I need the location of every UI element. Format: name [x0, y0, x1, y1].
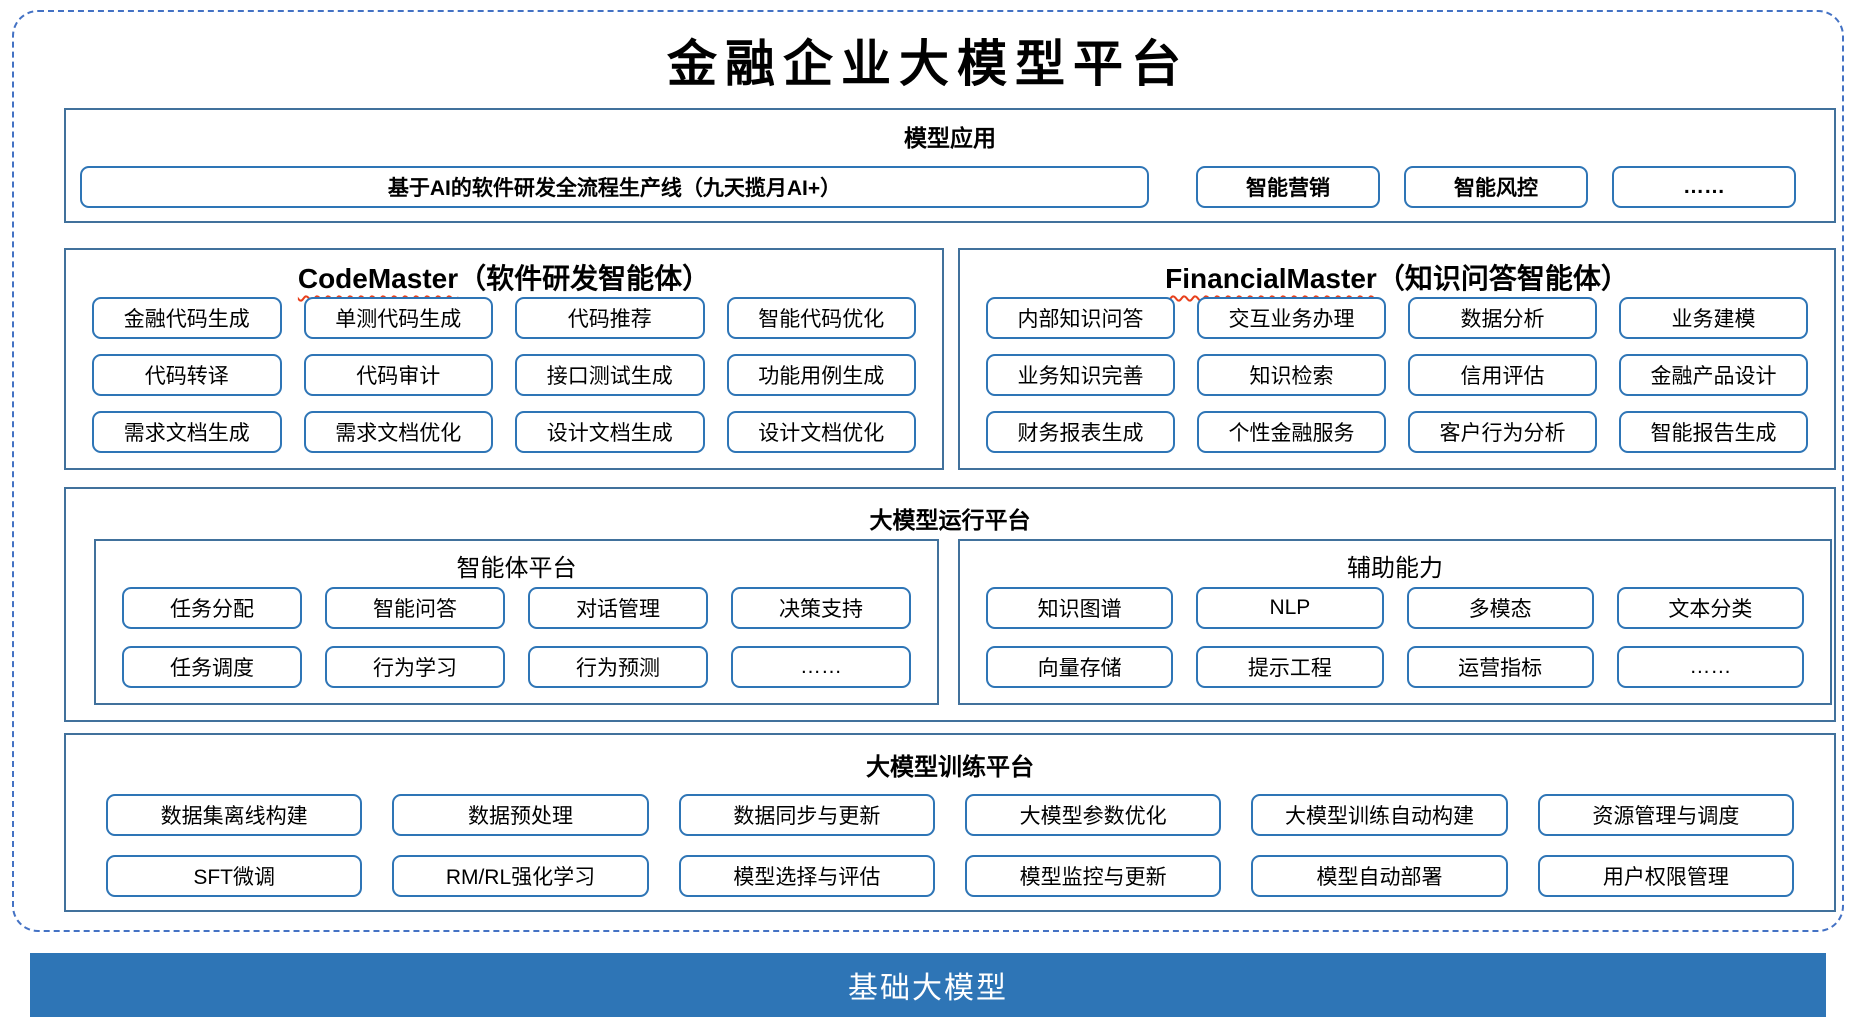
runtime-platform-title: 大模型运行平台 — [869, 507, 1031, 533]
training-platform-title: 大模型训练平台 — [866, 754, 1034, 781]
node-code-master-item: 功能用例生成 — [726, 354, 916, 396]
section-training-platform: 大模型训练平台 数据集离线构建 数据预处理 数据同步与更新 大模型参数优化 大模… — [64, 733, 1836, 912]
node-financial-master-item: 内部知识问答 — [986, 297, 1175, 339]
node-more-applications: …… — [1612, 166, 1796, 208]
agent-platform-grid: 任务分配 智能问答 对话管理 决策支持 任务调度 行为学习 行为预测 …… — [122, 587, 911, 688]
node-code-master-item: 代码转译 — [92, 354, 282, 396]
node-code-master-item: 代码审计 — [303, 354, 493, 396]
node-training-platform-item: 模型监控与更新 — [965, 855, 1222, 897]
node-financial-master-item: 业务知识完善 — [986, 354, 1175, 396]
subsection-agent-platform: 智能体平台 任务分配 智能问答 对话管理 决策支持 任务调度 行为学习 行为预测… — [94, 539, 939, 705]
section-runtime-platform: 大模型运行平台 智能体平台 任务分配 智能问答 对话管理 决策支持 任务调度 行… — [64, 487, 1836, 722]
node-aux-capability-item: 向量存储 — [986, 646, 1174, 688]
node-smart-marketing: 智能营销 — [1196, 166, 1380, 208]
node-training-platform-item: 模型选择与评估 — [678, 855, 935, 897]
node-agent-platform-item: 任务分配 — [122, 587, 302, 629]
node-financial-master-item: 金融产品设计 — [1619, 354, 1808, 396]
node-agent-platform-item: 行为预测 — [528, 646, 708, 688]
node-code-master-item: 金融代码生成 — [92, 297, 282, 339]
financial-master-title: FinancialMaster（知识问答智能体） — [960, 257, 1834, 297]
section-code-master: CodeMaster（软件研发智能体） 金融代码生成 单测代码生成 代码推荐 智… — [64, 248, 944, 470]
code-master-title-suffix: （软件研发智能体） — [458, 263, 711, 294]
foundation-model-bar: 基础大模型 — [30, 953, 1826, 1017]
node-aux-capability-item: …… — [1616, 646, 1804, 688]
code-master-grid: 金融代码生成 单测代码生成 代码推荐 智能代码优化 代码转译 代码审计 接口测试… — [92, 297, 916, 453]
node-code-master-item: 智能代码优化 — [726, 297, 916, 339]
node-financial-master-item: 交互业务办理 — [1197, 297, 1386, 339]
node-aux-capability-item: 提示工程 — [1196, 646, 1384, 688]
financial-master-title-suffix: （知识问答智能体） — [1376, 263, 1629, 294]
node-code-master-item: 需求文档优化 — [303, 411, 493, 453]
outer-dashed-frame — [12, 10, 1844, 932]
diagram-title: 金融企业大模型平台 — [667, 36, 1189, 92]
financial-master-title-en: FinancialMaster — [1165, 263, 1377, 294]
node-ai-pipeline: 基于AI的软件研发全流程生产线（九天揽月AI+） — [80, 166, 1149, 208]
section-model-applications: 模型应用 基于AI的软件研发全流程生产线（九天揽月AI+） 智能营销 智能风控 … — [64, 108, 1836, 223]
node-aux-capability-item: NLP — [1196, 587, 1384, 629]
agent-platform-title: 智能体平台 — [456, 555, 577, 582]
subsection-aux-capabilities: 辅助能力 知识图谱 NLP 多模态 文本分类 向量存储 提示工程 运营指标 …… — [958, 539, 1832, 705]
node-agent-platform-item: 智能问答 — [325, 587, 505, 629]
node-financial-master-item: 财务报表生成 — [986, 411, 1175, 453]
node-financial-master-item: 信用评估 — [1408, 354, 1597, 396]
node-aux-capability-item: 多模态 — [1406, 587, 1594, 629]
node-financial-master-item: 智能报告生成 — [1619, 411, 1808, 453]
model-applications-row: 基于AI的软件研发全流程生产线（九天揽月AI+） 智能营销 智能风控 …… — [80, 166, 1824, 208]
node-agent-platform-item: 对话管理 — [528, 587, 708, 629]
node-training-platform-item: 资源管理与调度 — [1537, 794, 1794, 836]
node-aux-capability-item: 运营指标 — [1406, 646, 1594, 688]
node-training-platform-item: 模型自动部署 — [1251, 855, 1508, 897]
node-aux-capability-item: 文本分类 — [1616, 587, 1804, 629]
training-platform-grid: 数据集离线构建 数据预处理 数据同步与更新 大模型参数优化 大模型训练自动构建 … — [106, 794, 1794, 897]
node-smart-risk-control: 智能风控 — [1404, 166, 1588, 208]
node-code-master-item: 单测代码生成 — [303, 297, 493, 339]
node-agent-platform-item: …… — [731, 646, 911, 688]
node-agent-platform-item: 行为学习 — [325, 646, 505, 688]
node-financial-master-item: 业务建模 — [1619, 297, 1808, 339]
code-master-title: CodeMaster（软件研发智能体） — [66, 257, 942, 297]
node-agent-platform-item: 任务调度 — [122, 646, 302, 688]
node-code-master-item: 设计文档优化 — [726, 411, 916, 453]
node-agent-platform-item: 决策支持 — [731, 587, 911, 629]
node-training-platform-item: SFT微调 — [106, 855, 363, 897]
node-financial-master-item: 客户行为分析 — [1408, 411, 1597, 453]
code-master-title-en: CodeMaster — [297, 263, 459, 294]
node-training-platform-item: 大模型参数优化 — [965, 794, 1222, 836]
aux-capabilities-title: 辅助能力 — [1347, 555, 1443, 582]
node-training-platform-item: 大模型训练自动构建 — [1251, 794, 1508, 836]
node-training-platform-item: 数据集离线构建 — [106, 794, 363, 836]
node-financial-master-item: 知识检索 — [1197, 354, 1386, 396]
section-model-applications-title: 模型应用 — [904, 125, 996, 151]
node-training-platform-item: 数据同步与更新 — [678, 794, 935, 836]
node-financial-master-item: 数据分析 — [1408, 297, 1597, 339]
node-code-master-item: 设计文档生成 — [515, 411, 705, 453]
node-training-platform-item: 用户权限管理 — [1537, 855, 1794, 897]
aux-capabilities-grid: 知识图谱 NLP 多模态 文本分类 向量存储 提示工程 运营指标 …… — [986, 587, 1804, 688]
node-code-master-item: 需求文档生成 — [92, 411, 282, 453]
node-training-platform-item: RM/RL强化学习 — [392, 855, 649, 897]
node-aux-capability-item: 知识图谱 — [986, 587, 1174, 629]
financial-master-grid: 内部知识问答 交互业务办理 数据分析 业务建模 业务知识完善 知识检索 信用评估… — [986, 297, 1808, 453]
node-code-master-item: 代码推荐 — [515, 297, 705, 339]
node-code-master-item: 接口测试生成 — [515, 354, 705, 396]
node-training-platform-item: 数据预处理 — [392, 794, 649, 836]
section-financial-master: FinancialMaster（知识问答智能体） 内部知识问答 交互业务办理 数… — [958, 248, 1836, 470]
node-financial-master-item: 个性金融服务 — [1197, 411, 1386, 453]
